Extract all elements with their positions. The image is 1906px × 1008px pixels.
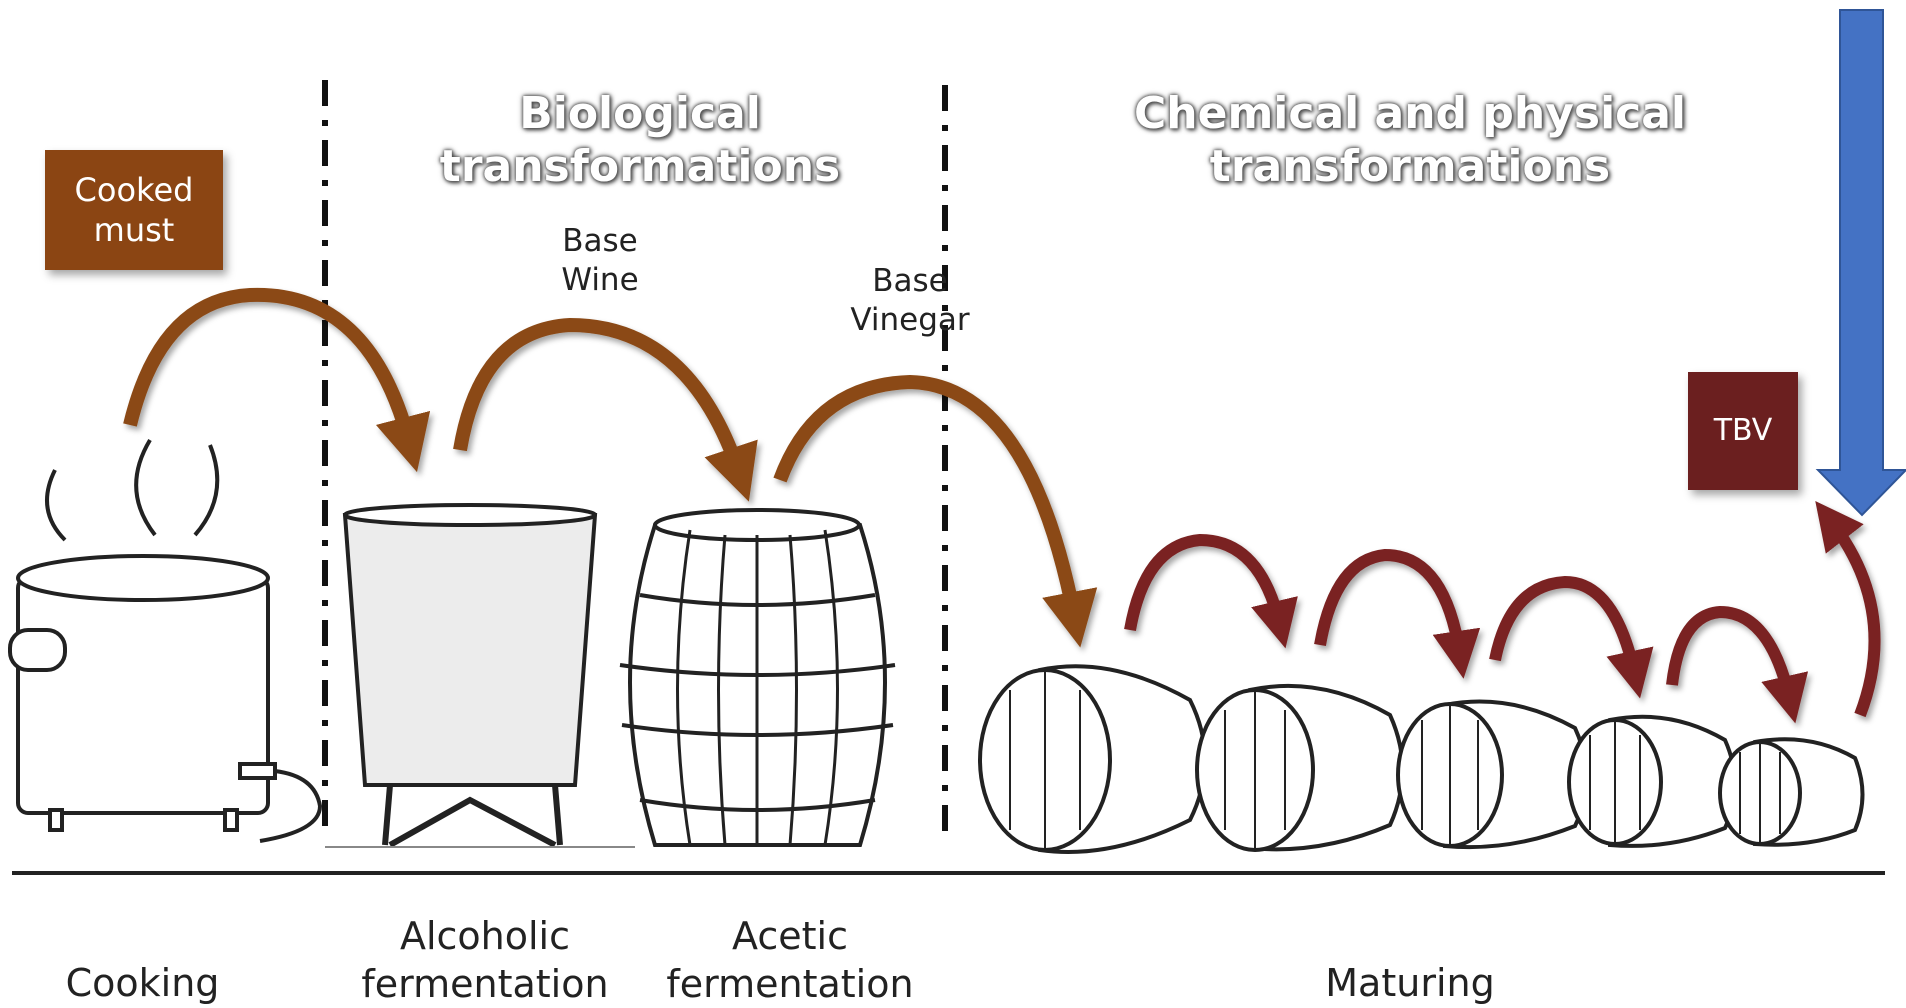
maturing-barrel-4-icon: [1569, 717, 1735, 846]
arrow-must-to-fermentation: [130, 295, 410, 445]
arrow-maturing-3: [1495, 582, 1635, 675]
cooked-must-box: Cooked must: [45, 150, 223, 270]
arrow-wine-to-acetic: [460, 325, 740, 475]
cooked-must-label: Cooked must: [75, 170, 194, 250]
tbv-box: TBV: [1688, 372, 1798, 490]
arrow-to-tbv: [1830, 520, 1875, 715]
arrow-maturing-4: [1672, 612, 1790, 700]
base-vinegar-label: Base Vinegar: [820, 262, 1000, 340]
stage-alcoholic-fermentation-label: Alcoholic fermentation: [340, 913, 630, 1008]
maturing-barrel-1-icon: [980, 666, 1205, 852]
stage-acetic-fermentation-label: Acetic fermentation: [645, 913, 935, 1008]
stage-cooking-label: Cooking: [35, 960, 250, 1008]
fermentation-tank-icon: [325, 505, 635, 847]
maturing-barrel-2-icon: [1197, 686, 1403, 850]
arrow-maturing-1: [1130, 540, 1280, 630]
tbv-label: TBV: [1714, 412, 1773, 450]
cooking-pot-icon: [10, 440, 320, 841]
acetic-barrel-icon: [620, 510, 895, 845]
blue-down-arrow: [1818, 10, 1906, 515]
maturing-barrel-5-icon: [1720, 739, 1863, 845]
biological-transformations-header: Biological transformations: [430, 88, 850, 194]
maturing-barrel-3-icon: [1398, 702, 1587, 848]
chemical-physical-transformations-header: Chemical and physical transformations: [1130, 88, 1690, 194]
arrow-maturing-2: [1320, 555, 1460, 655]
stage-maturing-label: Maturing: [1280, 960, 1540, 1008]
base-wine-label: Base Wine: [515, 222, 685, 300]
